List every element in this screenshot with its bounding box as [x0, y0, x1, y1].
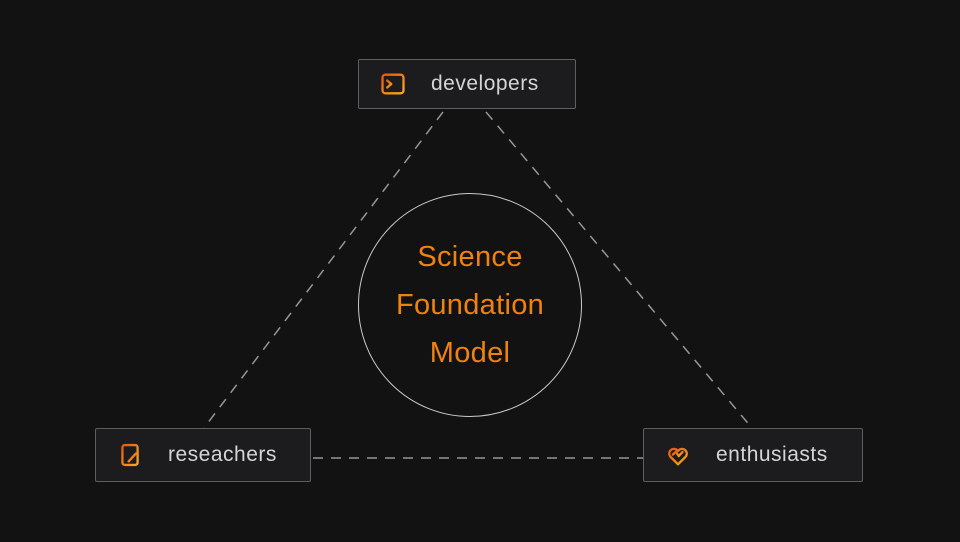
- circle-line-2: Foundation: [395, 289, 545, 321]
- terminal-icon: [379, 70, 407, 98]
- center-circle-science-foundation-model: Science Foundation Model: [358, 193, 582, 417]
- connector-developers-enthusiasts: [485, 111, 753, 429]
- circle-line-3: Model: [429, 337, 511, 369]
- node-reseachers: reseachers: [95, 428, 311, 482]
- node-developers: developers: [358, 59, 576, 109]
- node-enthusiasts-label: enthusiasts: [716, 443, 828, 466]
- circle-line-1: Science: [417, 241, 523, 273]
- node-developers-label: developers: [431, 72, 539, 95]
- heart-pulse-icon: [664, 441, 692, 469]
- note-edit-icon: [116, 441, 144, 469]
- node-reseachers-label: reseachers: [168, 443, 277, 466]
- connector-developers-reseachers: [203, 111, 444, 429]
- node-enthusiasts: enthusiasts: [643, 428, 863, 482]
